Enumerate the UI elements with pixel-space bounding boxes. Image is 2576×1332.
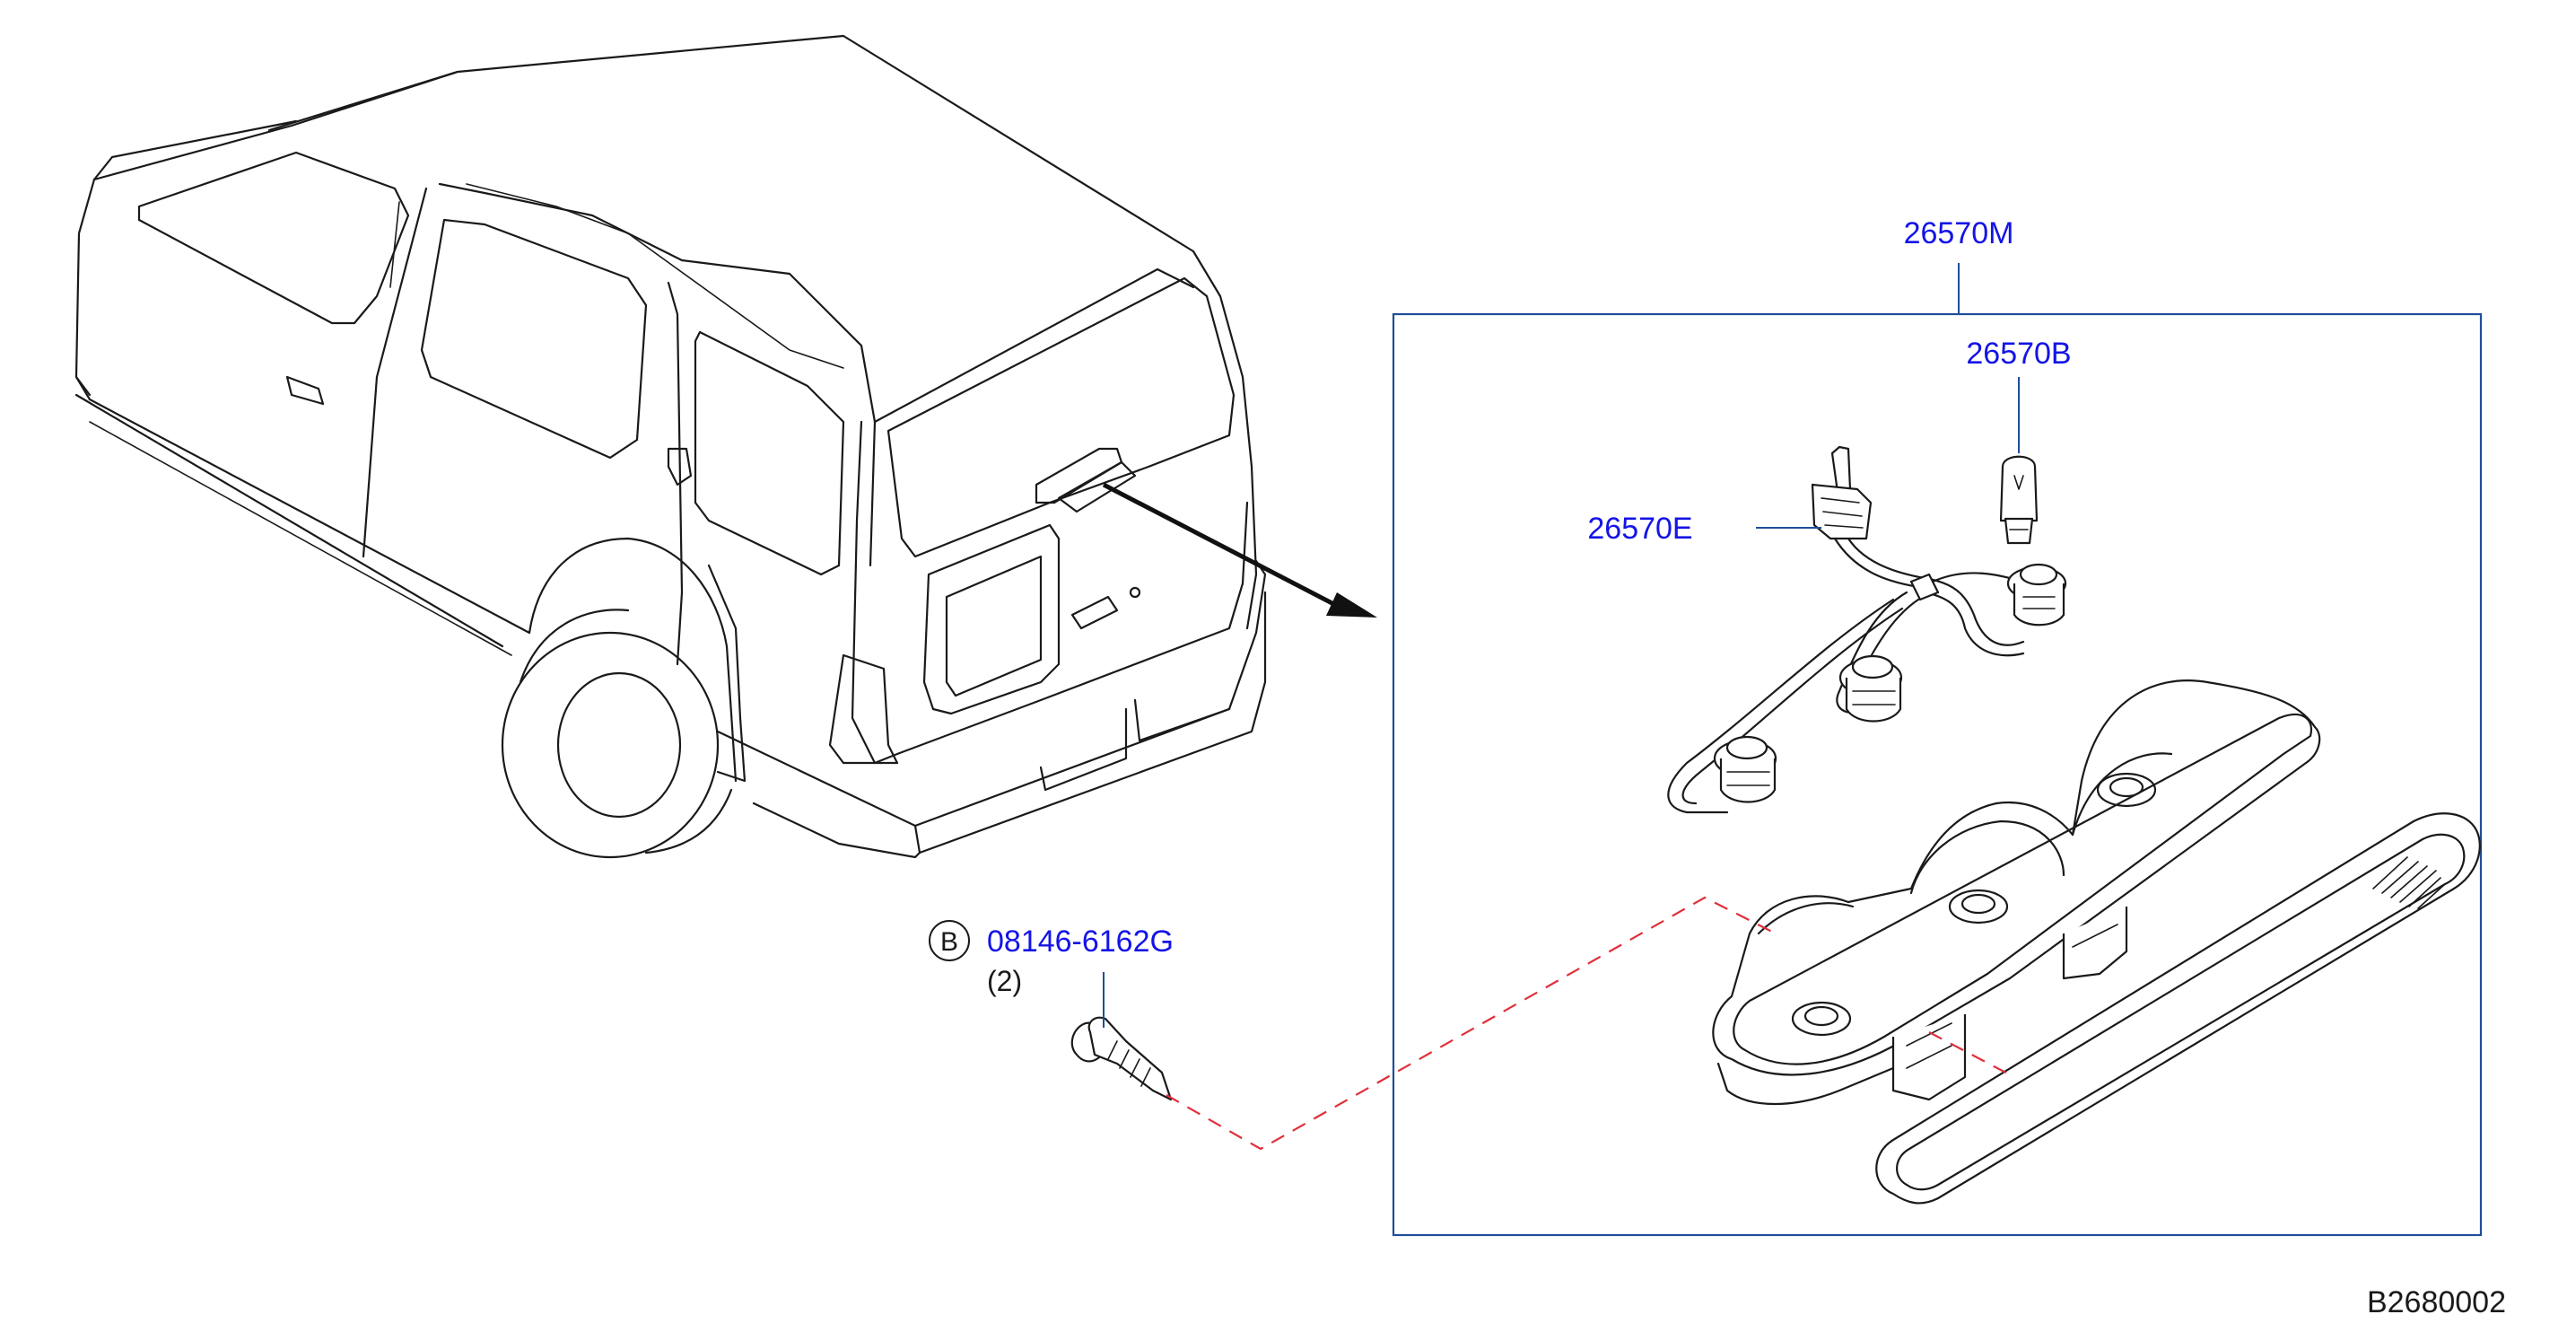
lamp-lens-cover xyxy=(1875,812,2481,1205)
high-mount-stop-lamp-body xyxy=(1712,679,2321,1106)
screw-circle-letter: B xyxy=(940,927,958,957)
screw xyxy=(1070,1016,1173,1101)
screw-part-number[interactable]: 08146-6162G xyxy=(987,925,1174,959)
assembly-part-number[interactable]: 26570M xyxy=(1904,216,2014,250)
reference-code: B2680002 xyxy=(2367,1285,2506,1319)
bulb-socket-harness xyxy=(1667,445,2067,814)
bulb-part-number[interactable]: 26570B xyxy=(1966,337,2071,371)
lamp-inner-dashed-line xyxy=(1928,1031,2015,1078)
assembly-frame xyxy=(1392,312,2483,1237)
socket-1 xyxy=(2006,563,2067,627)
socket-3 xyxy=(1713,735,1777,803)
direction-arrow xyxy=(1102,482,1377,618)
screw-to-lamp-dashed-line xyxy=(1166,896,1773,1151)
socket-2 xyxy=(1838,654,1903,723)
screw-quantity: (2) xyxy=(987,965,1022,997)
screw-circle-badge xyxy=(929,920,970,961)
wedge-bulb xyxy=(1999,455,2039,545)
harness-part-number[interactable]: 26570E xyxy=(1587,512,1692,546)
vehicle-rear-view-drawing xyxy=(74,34,1267,859)
